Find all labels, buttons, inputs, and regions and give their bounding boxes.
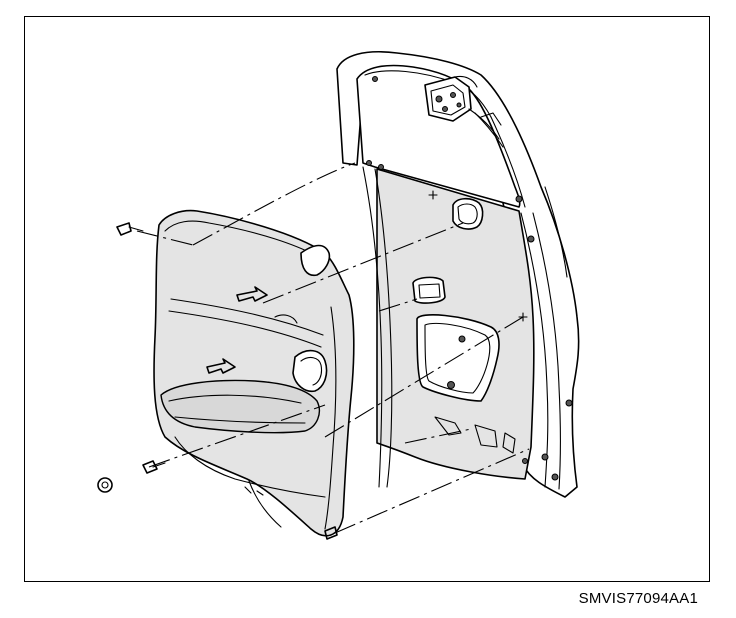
body-side-inner-panel [336,50,580,498]
door-trim-panel [153,209,355,537]
door-latch-mechanism [424,75,504,148]
diagram-frame [24,16,710,582]
screw-cap-washer [97,477,113,493]
upper-screw [116,222,144,236]
plus-markers [428,190,528,322]
lower-screw [142,460,166,474]
door-trim-exploded-view [97,50,580,540]
bottom-clip [324,526,338,540]
alignment-lines [136,162,530,534]
figure-caption: SMVIS77094AA1 [578,590,698,607]
